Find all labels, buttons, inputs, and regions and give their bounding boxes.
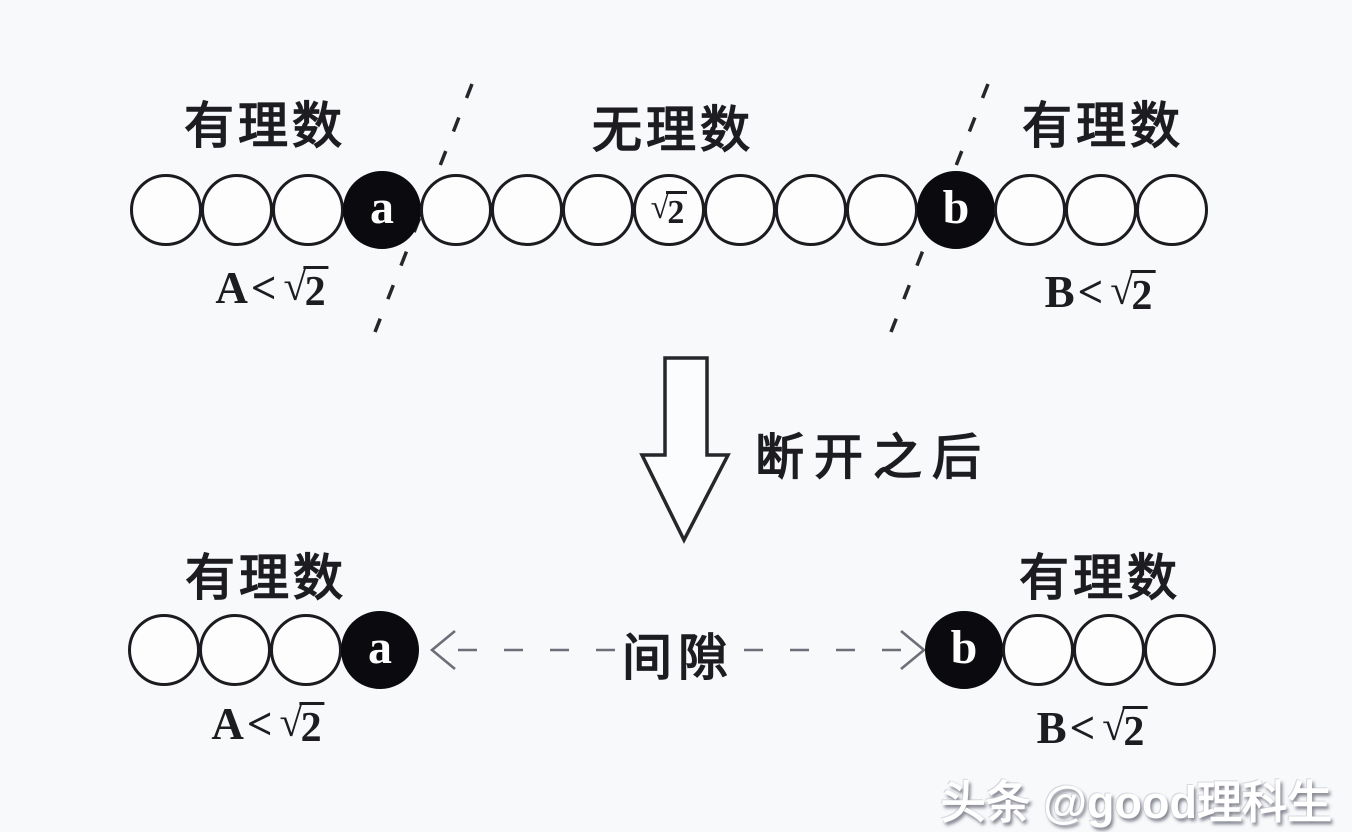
circle-b: b [917, 171, 995, 249]
circle-empty [199, 614, 271, 686]
circle-empty [1144, 614, 1216, 686]
circle-empty [128, 614, 200, 686]
circle-empty [491, 174, 563, 246]
circle-empty [1136, 174, 1208, 246]
dashed-cut-line-left [373, 83, 474, 333]
sqrt2-symbol: √2 [1102, 706, 1148, 753]
dashed-cut-line-right [889, 83, 990, 333]
circle-empty [846, 174, 918, 246]
label-irrational-top: 无理数 [592, 102, 754, 158]
sqrt2-symbol: √2 [284, 266, 329, 313]
inequality-prefix: B< [1044, 267, 1107, 317]
inequality-b-top: B< √2 [1045, 266, 1156, 318]
inequality-b-bottom: B< √2 [1037, 702, 1148, 754]
transition-label: 断开之后 [755, 430, 992, 485]
sqrt2-symbol: √2 [1110, 270, 1156, 317]
label-rational-top-right: 有理数 [1022, 98, 1184, 154]
circle-empty [1065, 174, 1137, 246]
sqrt2-symbol: √2 [280, 702, 325, 749]
circle-empty [201, 174, 273, 246]
label-rational-top-left: 有理数 [184, 98, 346, 154]
watermark: 头条 @good理科生 [940, 777, 1332, 828]
circle-a: a [341, 611, 419, 689]
gap-arrowhead-left [429, 629, 456, 671]
circle-b: b [925, 611, 1003, 689]
circle-letter: a [370, 181, 394, 234]
circle-letter: a [368, 621, 392, 674]
circle-row-bottom-right: b [925, 611, 1216, 689]
circle-a: a [343, 171, 421, 249]
gap-label: 间隙 [622, 630, 734, 686]
circle-empty [420, 174, 492, 246]
inequality-a-bottom: A< √2 [211, 698, 325, 750]
inequality-prefix: A< [211, 699, 276, 749]
circle-empty [270, 614, 342, 686]
gap-arrowhead-right [900, 629, 927, 671]
circle-empty [994, 174, 1066, 246]
circle-row-top: a √2 b [130, 171, 1208, 249]
label-rational-bottom-right: 有理数 [1019, 550, 1181, 606]
circle-row-bottom-left: a [128, 611, 419, 689]
inequality-a-top: A< √2 [215, 262, 329, 314]
sqrt2-symbol: √2 [651, 190, 688, 230]
inequality-prefix: A< [215, 263, 280, 313]
gap-double-arrow [429, 629, 927, 671]
inequality-prefix: B< [1036, 703, 1099, 753]
circle-empty [272, 174, 344, 246]
circle-empty [775, 174, 847, 246]
circle-empty [130, 174, 202, 246]
circle-empty [1073, 614, 1145, 686]
circle-empty [562, 174, 634, 246]
circle-empty [704, 174, 776, 246]
circle-letter: b [942, 181, 970, 234]
down-arrow-icon [639, 356, 731, 544]
circle-empty [1002, 614, 1074, 686]
label-rational-bottom-left: 有理数 [185, 550, 347, 606]
circle-letter: b [950, 621, 978, 674]
circle-sqrt2: √2 [633, 174, 705, 246]
